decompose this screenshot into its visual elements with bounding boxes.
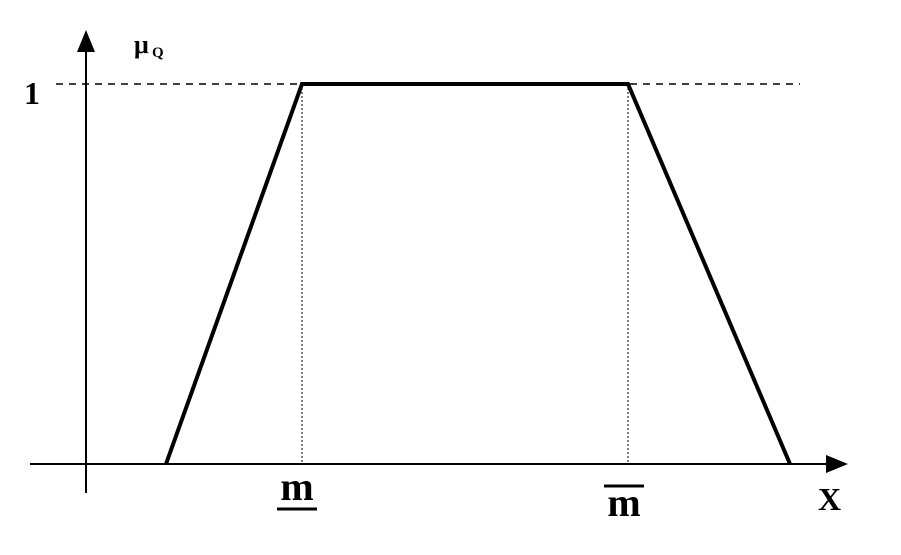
y-axis-subscript: Q <box>152 45 164 61</box>
upper-mode-label: m <box>607 480 640 525</box>
x-axis-label: X <box>818 481 841 517</box>
x-axis-arrowhead <box>826 455 848 473</box>
level-one-label: 1 <box>24 75 40 111</box>
membership-trapezoid <box>164 82 792 465</box>
y-axis-label: μ <box>134 30 149 59</box>
y-axis-arrowhead <box>77 30 95 52</box>
lower-mode-label: m <box>280 464 313 509</box>
